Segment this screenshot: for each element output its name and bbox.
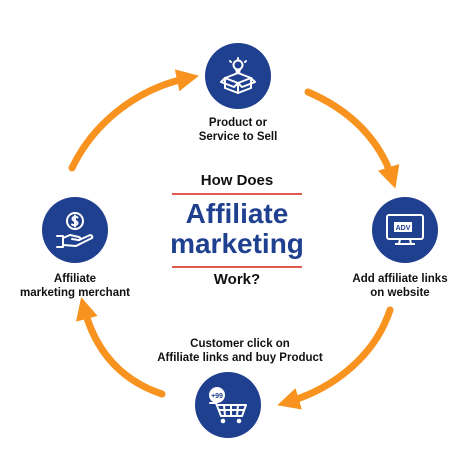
center-heading-top: How Does — [200, 172, 274, 189]
arrow-bottom-right — [277, 306, 394, 410]
arrow-bottom-left — [76, 297, 166, 398]
step-website-node: ADV — [372, 197, 438, 263]
center-title-line1: Affiliate — [185, 198, 289, 229]
arrow-top-right — [304, 88, 400, 189]
center-heading-bottom: Work? — [213, 271, 261, 288]
arrow-top-left — [68, 69, 199, 172]
step-merchant-label: Affiliate marketing merchant — [20, 273, 130, 299]
cart-badge-text: +99 — [211, 393, 223, 400]
box-lightbulb-icon — [220, 57, 256, 94]
step-merchant-node — [42, 197, 108, 263]
step-product-label: Product or Service to Sell — [198, 117, 278, 143]
monitor-adv-icon: ADV — [386, 214, 424, 245]
center-bottom-rule — [172, 266, 302, 268]
hand-dollar-icon — [56, 212, 94, 248]
center-top-rule — [172, 193, 302, 195]
monitor-screen-text: ADV — [396, 225, 411, 232]
center-title-line2: marketing — [170, 228, 304, 259]
step-customer-label: Customer click on Affiliate links and bu… — [157, 338, 323, 364]
shopping-cart-icon: +99 — [209, 387, 247, 424]
step-website-label: Add affiliate links on website — [352, 273, 448, 299]
step-product-node — [205, 43, 271, 109]
step-customer-node: +99 — [195, 372, 261, 438]
